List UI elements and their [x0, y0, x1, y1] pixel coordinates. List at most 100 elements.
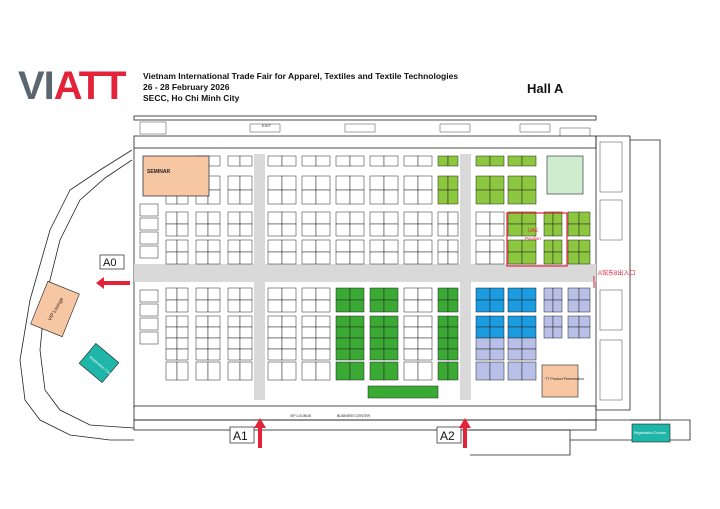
booth — [417, 189, 433, 205]
booth — [543, 211, 554, 225]
booth — [176, 211, 189, 225]
booth — [507, 299, 523, 313]
booth — [417, 287, 433, 301]
booth — [383, 315, 399, 328]
booth — [335, 175, 351, 191]
booth — [447, 348, 459, 361]
booth — [176, 299, 189, 313]
booth — [227, 315, 241, 328]
logo-att: ATT — [53, 64, 127, 108]
booth — [349, 239, 365, 253]
booth — [417, 175, 433, 191]
booth — [417, 223, 433, 237]
booth — [369, 189, 385, 205]
booth — [165, 337, 178, 350]
booth — [315, 211, 331, 225]
booth — [301, 251, 317, 265]
booth — [369, 239, 385, 253]
booth — [281, 287, 297, 301]
booth — [227, 337, 241, 350]
booth — [349, 211, 365, 225]
booth — [489, 155, 505, 167]
booth — [335, 189, 351, 205]
booth — [315, 337, 331, 350]
booth — [507, 211, 523, 225]
booth — [315, 189, 331, 205]
booth — [383, 223, 399, 237]
tt-product-area — [541, 364, 579, 398]
booth — [383, 251, 399, 265]
booth — [195, 223, 209, 237]
booth — [521, 223, 537, 237]
booth — [207, 315, 221, 328]
booth — [267, 251, 283, 265]
booth — [139, 317, 159, 331]
a2-arrow-icon — [459, 418, 471, 448]
booth — [507, 348, 523, 361]
booth — [239, 239, 253, 253]
booth — [349, 326, 365, 339]
hall-a-east-entrance-label: A馆东8出入口 — [598, 269, 635, 277]
booth — [369, 326, 385, 339]
a0-label: A0 — [103, 257, 116, 269]
event-title: Vietnam International Trade Fair for App… — [143, 71, 459, 81]
booth — [335, 337, 351, 350]
booth — [489, 287, 505, 301]
booth — [165, 239, 178, 253]
booth — [475, 361, 491, 381]
booth — [165, 251, 178, 265]
booth — [267, 175, 283, 191]
booth — [227, 287, 241, 301]
booth — [139, 303, 159, 317]
booth — [578, 326, 591, 339]
booth — [301, 175, 317, 191]
booth — [267, 299, 283, 313]
booth — [176, 348, 189, 361]
booth — [489, 251, 505, 265]
booth — [239, 315, 253, 328]
booth — [369, 223, 385, 237]
booth — [578, 223, 591, 237]
booth — [207, 223, 221, 237]
a2-label: A2 — [440, 429, 455, 443]
booth — [489, 223, 505, 237]
booth — [552, 299, 563, 313]
booth — [165, 315, 178, 328]
booth — [369, 211, 385, 225]
booth — [507, 361, 523, 381]
booth — [139, 217, 159, 231]
booth — [207, 189, 221, 205]
viatt-logo: VIATT — [18, 64, 127, 108]
booth — [315, 239, 331, 253]
hall-outline — [19, 115, 691, 456]
booth — [239, 189, 253, 205]
booth — [489, 326, 505, 339]
booth — [315, 361, 331, 381]
booth — [567, 211, 580, 225]
booth — [447, 211, 459, 225]
booth — [239, 287, 253, 301]
booth — [315, 326, 331, 339]
booth — [227, 326, 241, 339]
booth — [552, 251, 563, 265]
booth — [207, 155, 221, 167]
booth — [239, 348, 253, 361]
booth — [447, 299, 459, 313]
booth — [475, 326, 491, 339]
booth — [301, 361, 317, 381]
booth — [489, 299, 505, 313]
booth — [335, 361, 351, 381]
booth — [475, 348, 491, 361]
booth — [335, 348, 351, 361]
booth — [521, 189, 537, 205]
booth — [301, 315, 317, 328]
booth — [227, 251, 241, 265]
booth — [543, 315, 554, 328]
booth — [383, 299, 399, 313]
booth — [281, 223, 297, 237]
booth — [543, 223, 554, 237]
booth — [475, 239, 491, 253]
booth — [403, 361, 419, 381]
booth — [417, 211, 433, 225]
booth — [139, 289, 159, 303]
